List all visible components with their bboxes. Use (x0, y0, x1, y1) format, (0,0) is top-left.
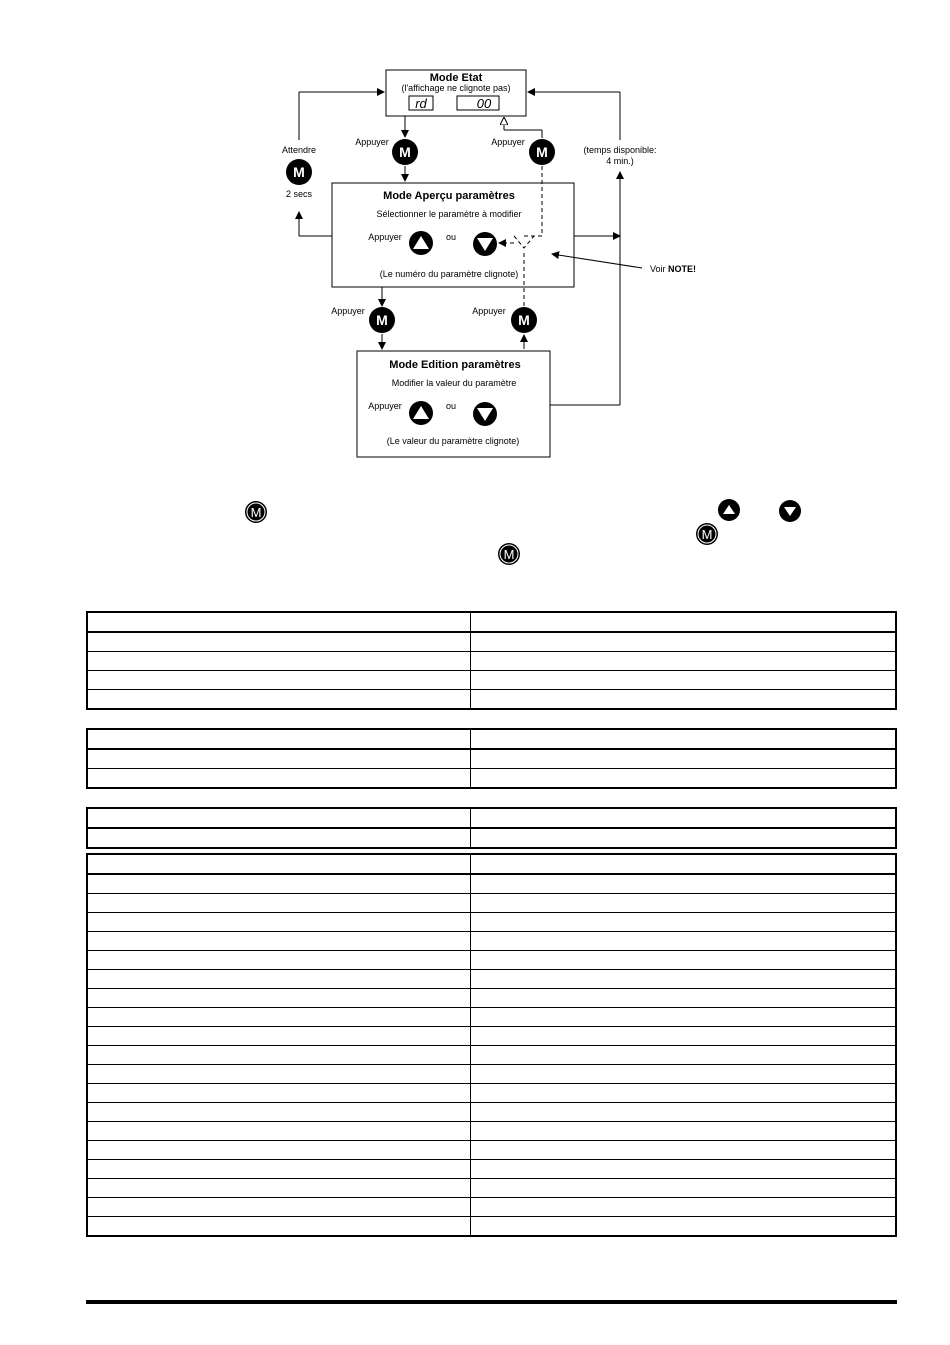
table-row (86, 670, 897, 690)
table-row (86, 1178, 897, 1198)
m-button-icon: M (529, 139, 555, 165)
dashed-connectors (498, 166, 543, 306)
table-row (86, 1045, 897, 1065)
up-arrow-icon (409, 231, 433, 255)
svg-text:M: M (293, 164, 305, 180)
table-row (86, 827, 897, 849)
edit-mode-subtitle: Modifier la valeur du paramètre (392, 378, 517, 388)
table-row (86, 1007, 897, 1027)
table-header-row (86, 853, 897, 875)
m-button-icon: M (696, 523, 718, 545)
svg-text:M: M (702, 527, 713, 542)
table-row (86, 768, 897, 789)
status-mode-subtitle: (l'affichage ne clignote pas) (401, 83, 510, 93)
table-row (86, 1159, 897, 1179)
wait-label: Attendre (282, 145, 316, 155)
svg-text:M: M (376, 312, 388, 328)
up-arrow-icon (718, 499, 740, 521)
parameter-table-1 (86, 611, 897, 710)
table-header-row (86, 728, 897, 750)
preview-mode-subtitle: Sélectionner le paramètre à modifier (376, 209, 521, 219)
table-row (86, 631, 897, 652)
edit-mode-box: Mode Edition paramètres Modifier la vale… (356, 350, 551, 458)
display-left-value: rd (415, 96, 427, 111)
press-label: Appuyer (331, 306, 365, 316)
table-row (86, 1197, 897, 1217)
time-available-value: 4 min.) (606, 156, 634, 166)
table-row (86, 1140, 897, 1160)
table-row (86, 651, 897, 671)
table-row (86, 1102, 897, 1122)
edit-mode-note: (Le valeur du paramètre clignote) (387, 436, 520, 446)
edit-mode-title: Mode Edition paramètres (389, 359, 520, 371)
table-row (86, 689, 897, 710)
table-row (86, 969, 897, 989)
preview-press-label: Appuyer (368, 232, 402, 242)
display-left (408, 95, 434, 111)
svg-text:M: M (399, 144, 411, 160)
m-button-icon: M (392, 139, 418, 165)
table-header-row (86, 807, 897, 829)
table-row (86, 893, 897, 913)
flow-connectors (295, 88, 643, 406)
press-label: Appuyer (491, 137, 525, 147)
footer-rule (86, 1300, 897, 1304)
svg-text:M: M (536, 144, 548, 160)
press-label: Appuyer (472, 306, 506, 316)
time-available-label: (temps disponible: (583, 145, 656, 155)
m-button-icon: M (511, 307, 537, 333)
svg-text:M: M (518, 312, 530, 328)
m-button-icon: M (369, 307, 395, 333)
table-row (86, 1216, 897, 1237)
edit-or-label: ou (446, 401, 456, 411)
table-header-row (86, 611, 897, 633)
parameter-table-3 (86, 807, 897, 849)
mode-flow-diagram: Mode Etat (l'affichage ne clignote pas) … (282, 69, 696, 458)
status-mode-box: Mode Etat (l'affichage ne clignote pas) … (385, 69, 527, 117)
down-arrow-icon (473, 232, 497, 256)
svg-text:M: M (251, 505, 262, 520)
up-arrow-icon (409, 401, 433, 425)
svg-text:M: M (504, 547, 515, 562)
parameter-table-2 (86, 728, 897, 789)
m-button-icon: M (498, 543, 520, 565)
display-right (456, 95, 500, 111)
table-row (86, 988, 897, 1008)
table-row (86, 1083, 897, 1103)
table-row (86, 1064, 897, 1084)
parameter-table-4 (86, 853, 897, 1237)
down-arrow-icon (779, 500, 801, 522)
table-row (86, 1121, 897, 1141)
display-right-value: 00 (477, 96, 492, 111)
preview-mode-note: (Le numéro du paramètre clignote) (380, 269, 519, 279)
edit-press-label: Appuyer (368, 401, 402, 411)
m-button-icon: M (245, 501, 267, 523)
press-label: Appuyer (355, 137, 389, 147)
table-row (86, 950, 897, 970)
table-row (86, 748, 897, 769)
table-row (86, 912, 897, 932)
table-row (86, 873, 897, 894)
status-mode-title: Mode Etat (430, 72, 483, 84)
preview-mode-box: Mode Aperçu paramètres Sélectionner le p… (331, 182, 575, 288)
see-note-label: Voir NOTE! (650, 264, 696, 274)
preview-or-label: ou (446, 232, 456, 242)
table-row (86, 1026, 897, 1046)
preview-mode-title: Mode Aperçu paramètres (383, 190, 515, 202)
wait-time-label: 2 secs (286, 189, 313, 199)
down-arrow-icon (473, 402, 497, 426)
table-row (86, 931, 897, 951)
m-button-icon: M (286, 159, 312, 185)
